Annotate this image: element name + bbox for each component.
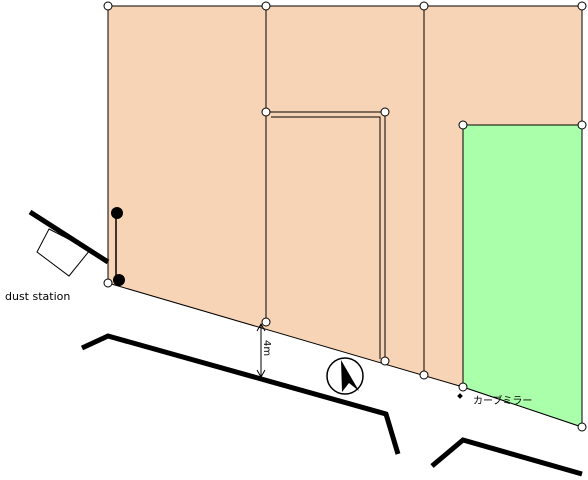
width-arrow-top: [256, 322, 266, 332]
gate-post-bottom: [113, 274, 125, 286]
width-arrow-bottom: [256, 369, 266, 379]
mirror-label: カーブミラー: [473, 394, 532, 407]
dust-station-wall: [28, 209, 110, 265]
dust-station-label: dust station: [5, 290, 70, 303]
width-label: 4m: [261, 340, 272, 356]
north-arrow-icon: [326, 357, 364, 395]
gate-post-top: [111, 207, 123, 219]
green-area: [462, 124, 583, 428]
road-edge-right: [430, 437, 583, 477]
vertex-markers: [103, 1, 587, 432]
diamond-marker-icon: [457, 393, 463, 399]
road-edge-left: [80, 333, 401, 455]
inner-parcel-double: [271, 116, 381, 359]
